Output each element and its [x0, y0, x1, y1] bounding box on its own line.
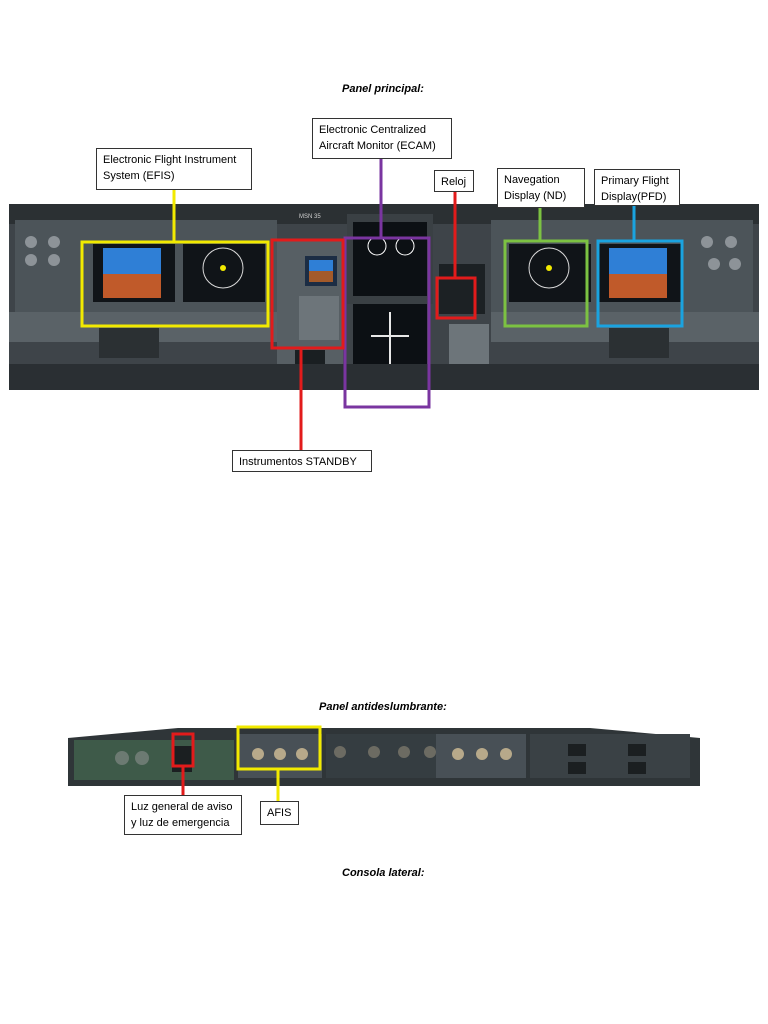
glareshield-heading: Panel antideslumbrante:: [319, 701, 447, 713]
callout-pfd: Primary Flight Display(PFD): [594, 169, 680, 206]
callout-warning-lights-line-2: y luz de emergencia: [131, 817, 230, 829]
main-panel-heading: Panel principal:: [342, 83, 424, 95]
callout-afis-line-1: AFIS: [267, 807, 292, 819]
callout-afis: AFIS: [260, 801, 299, 825]
glareshield-photo: [68, 724, 700, 786]
main-panel-photo: MSN 35: [9, 204, 759, 390]
callout-efis-line-2: System (EFIS): [103, 170, 175, 182]
callout-clock: Reloj: [434, 170, 474, 192]
callout-warning-lights-line-1: Luz general de aviso: [131, 801, 233, 813]
main-panel-photo-label: MSN 35: [299, 214, 321, 220]
callout-ecam: Electronic Centralized Aircraft Monitor …: [312, 118, 452, 159]
callout-ecam-line-2: Aircraft Monitor (ECAM): [319, 140, 436, 152]
callout-pfd-line-1: Primary Flight: [601, 175, 669, 187]
callout-nd-line-2: Display (ND): [504, 190, 567, 202]
callout-efis-line-1: Electronic Flight Instrument: [103, 154, 237, 166]
callout-nd-line-1: Navegation: [504, 174, 560, 186]
callout-clock-line-1: Reloj: [441, 176, 467, 188]
callout-nd: Navegation Display (ND): [497, 168, 585, 208]
callout-standby-line-1: Instrumentos STANDBY: [239, 456, 357, 468]
callout-standby: Instrumentos STANDBY: [232, 450, 372, 472]
side-console-heading: Consola lateral:: [342, 867, 425, 879]
callout-ecam-line-1: Electronic Centralized: [319, 124, 426, 136]
callout-efis: Electronic Flight Instrument System (EFI…: [96, 148, 252, 190]
callout-warning-lights: Luz general de aviso y luz de emergencia: [124, 795, 242, 835]
callout-pfd-line-2: Display(PFD): [601, 191, 667, 203]
